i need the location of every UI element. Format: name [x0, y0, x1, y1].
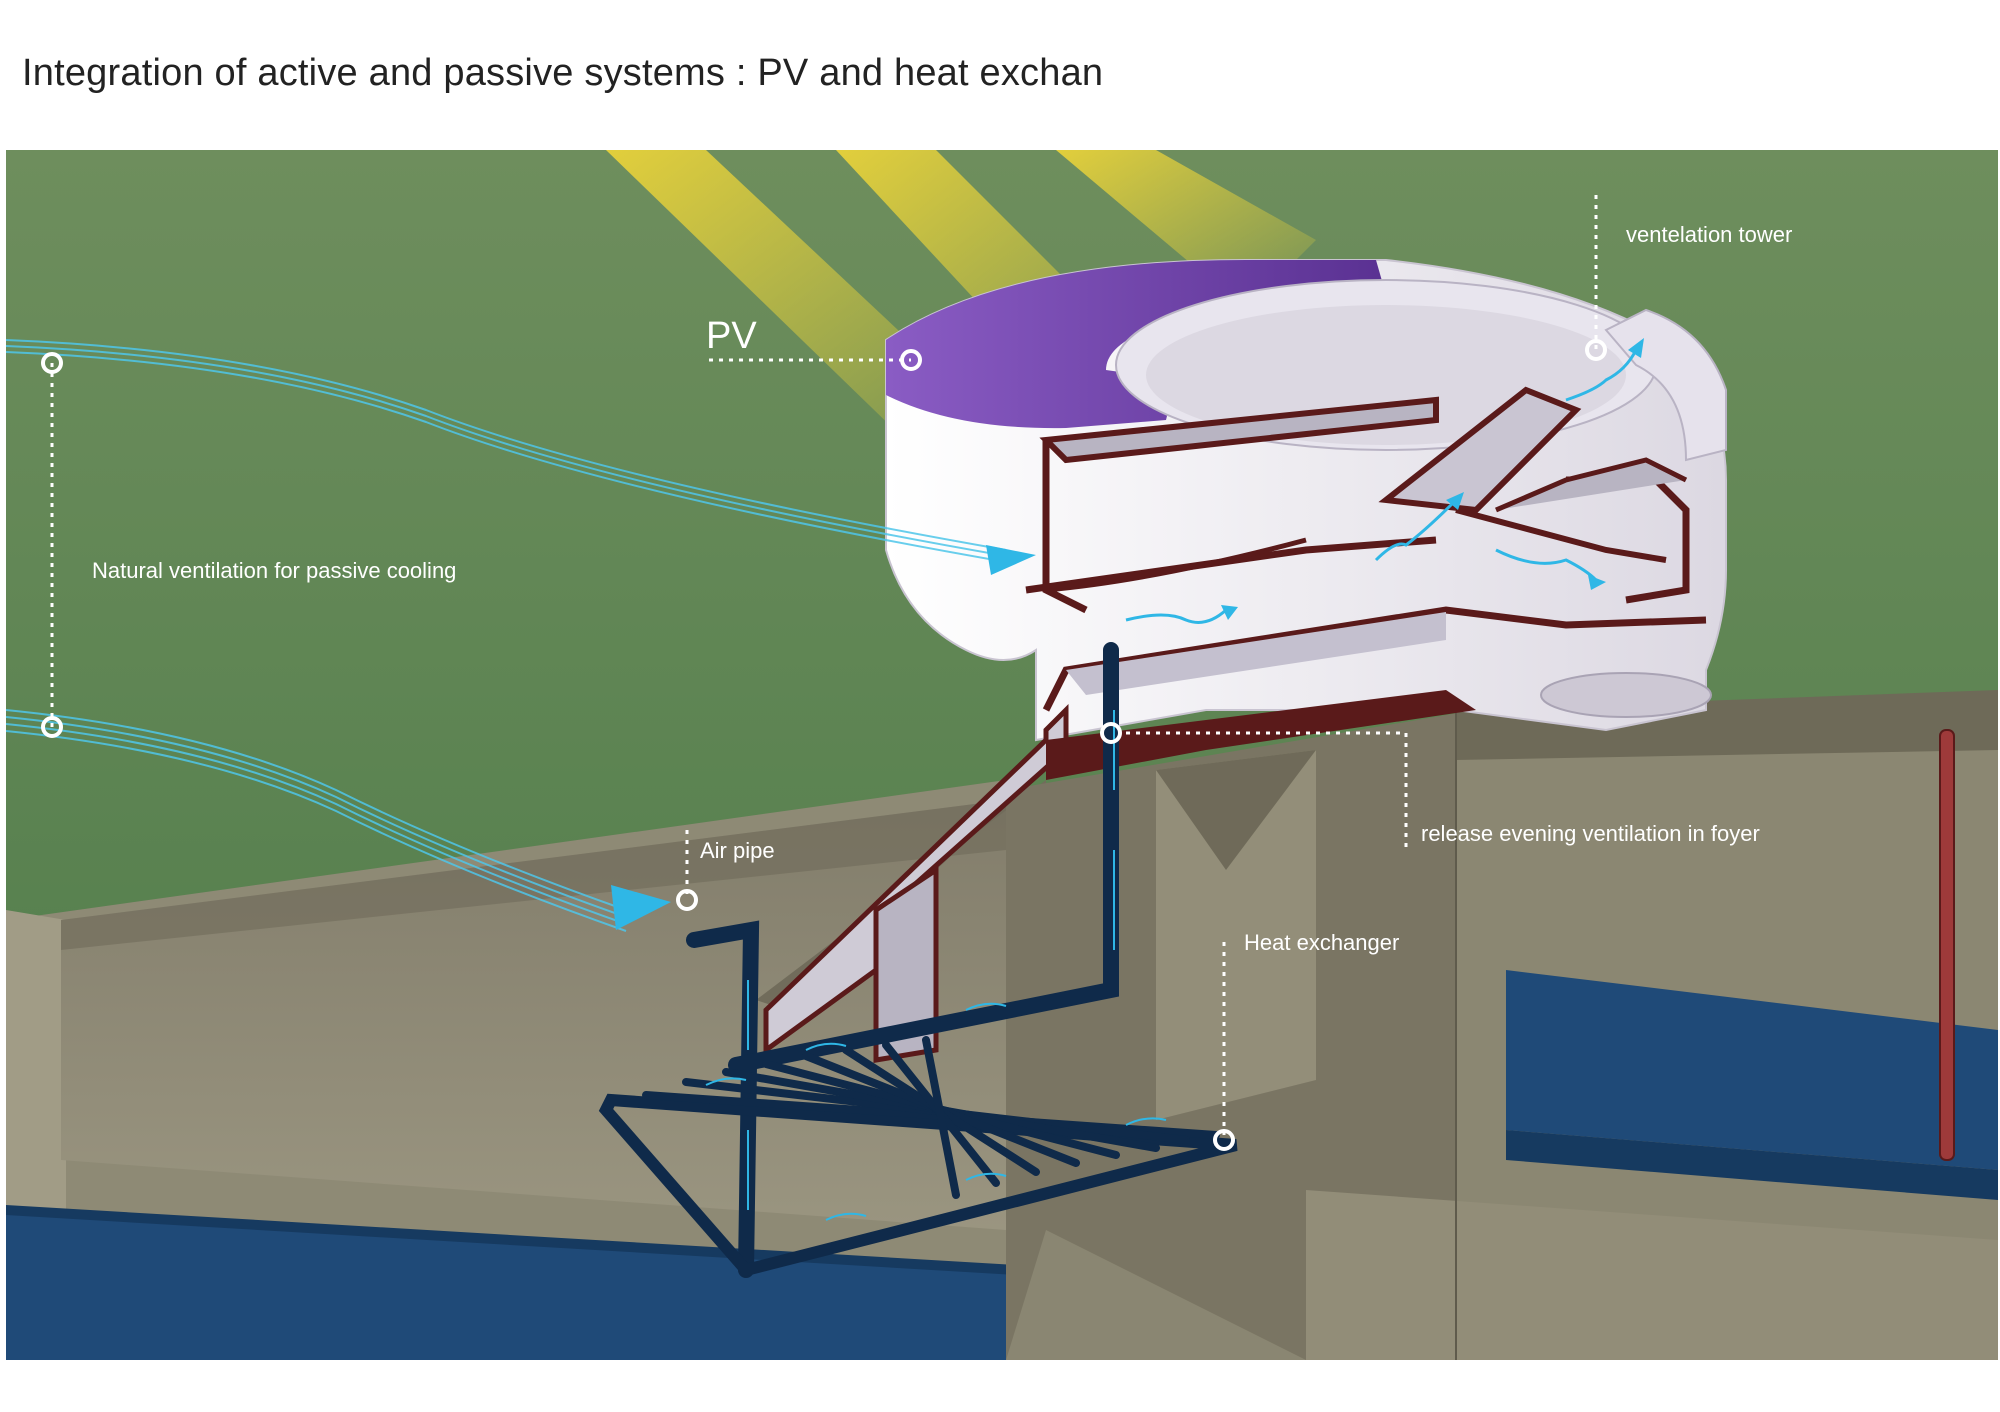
ground-pipe	[1939, 729, 1955, 1161]
label-pv: PV	[706, 315, 757, 357]
label-ventilation-tower: ventelation tower	[1626, 222, 1793, 247]
leader-markers	[41, 339, 1607, 1151]
diagram-svg	[6, 150, 1998, 1360]
diagram-scene: PV ventelation tower Natural ventilation…	[6, 150, 1998, 1360]
wind-arrow-upper	[986, 545, 1036, 575]
page-title: Integration of active and passive system…	[22, 52, 1104, 94]
label-heat-exchanger: Heat exchanger	[1244, 930, 1400, 955]
internal-airflow-heads	[1221, 338, 1644, 620]
label-release-ventilation: release evening ventilation in foyer	[1421, 821, 1760, 846]
heat-exchanger-pipes	[598, 642, 1238, 1278]
pipe-airflow	[705, 710, 1167, 1221]
internal-airflow	[1125, 349, 1638, 624]
label-air-pipe: Air pipe	[700, 838, 775, 863]
leader-lines	[50, 195, 1598, 1135]
wind-streams	[6, 339, 1007, 932]
label-natural-ventilation: Natural ventilation for passive cooling	[92, 558, 457, 583]
building	[763, 259, 1727, 1063]
wind-arrow-lower	[611, 885, 671, 930]
